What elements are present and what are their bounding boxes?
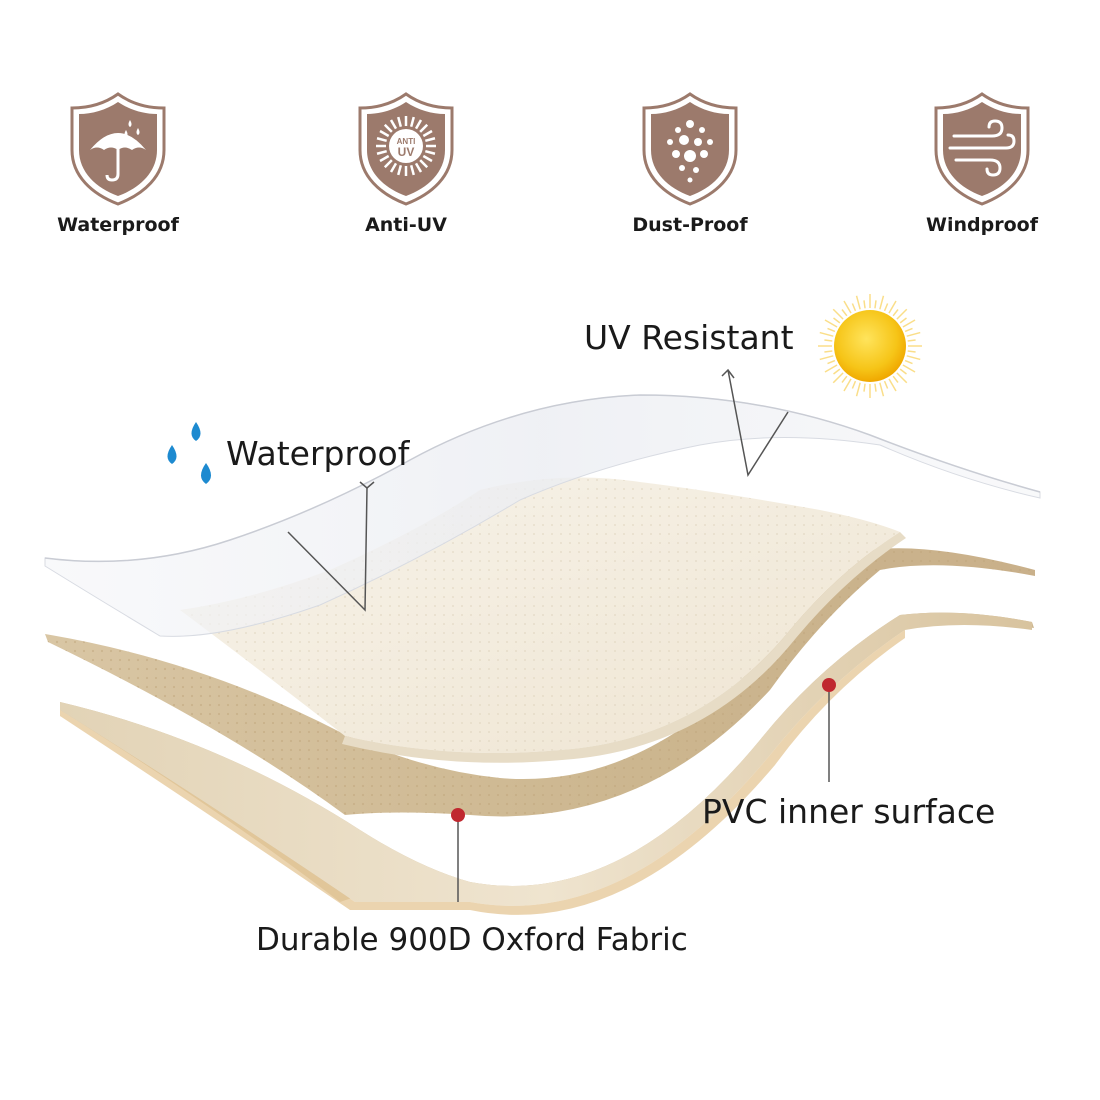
pvc-marker-dot — [822, 678, 836, 692]
anti-uv-icon-text1: ANTI — [397, 137, 416, 146]
oxford-marker-dot — [451, 808, 465, 822]
feature-windproof: Windproof — [882, 90, 1082, 236]
uv-resistant-label: UV Resistant — [584, 318, 794, 357]
fabric-layers-diagram — [44, 294, 1041, 915]
wind-icon — [934, 92, 1030, 206]
dust-particles-icon — [642, 92, 738, 206]
feature-label: Dust-Proof — [632, 214, 748, 236]
sun-icon — [818, 294, 922, 398]
waterproof-label: Waterproof — [226, 434, 410, 473]
waterproof-leader-line — [287, 487, 368, 612]
anti-uv-icon-text2: UV — [398, 145, 415, 159]
feature-waterproof: Waterproof — [18, 90, 218, 236]
pvc-inner-surface-label: PVC inner surface — [702, 792, 996, 831]
water-drops-icon — [167, 422, 211, 484]
feature-dust-proof: Dust-Proof — [590, 90, 790, 236]
feature-label: Windproof — [926, 214, 1038, 236]
feature-label: Waterproof — [57, 214, 179, 236]
umbrella-rain-icon — [70, 92, 166, 206]
feature-label: Anti-UV — [365, 214, 447, 236]
oxford-fabric-label: Durable 900D Oxford Fabric — [256, 922, 688, 958]
anti-uv-sun-icon: ANTI UV — [358, 92, 454, 206]
feature-anti-uv: ANTI UV Anti-UV — [306, 90, 506, 236]
uv-leader-line — [727, 369, 789, 478]
